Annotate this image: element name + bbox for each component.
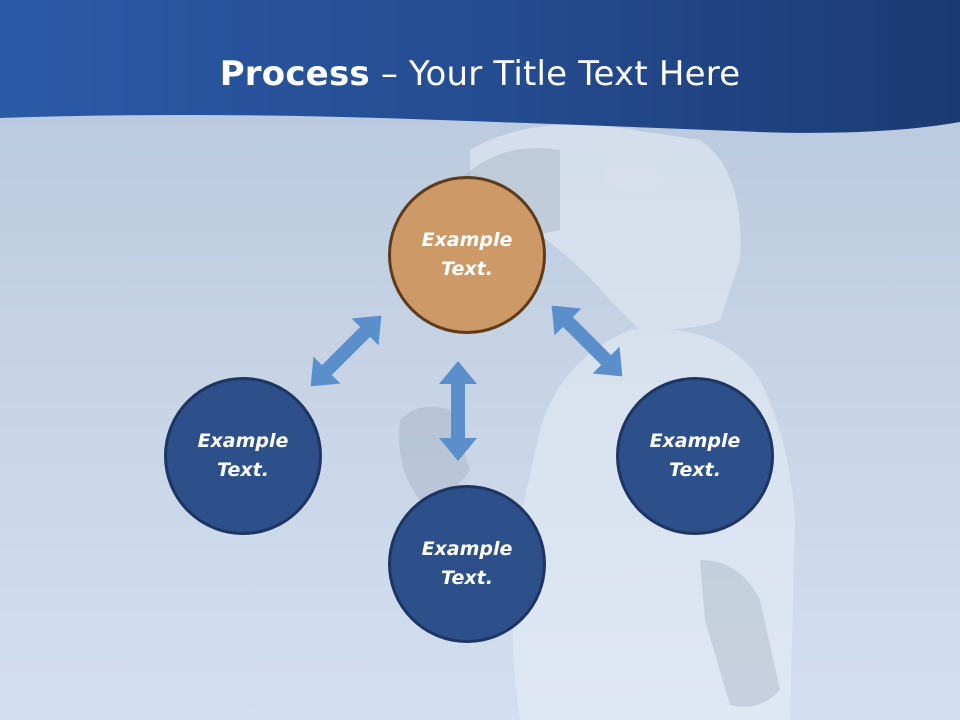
arrow-top-right (551, 305, 623, 377)
node-label-line1: Example (421, 538, 513, 560)
node-label-line2: Text. (669, 459, 721, 481)
node-label-line1: Example (649, 430, 741, 452)
title-strong: Process (219, 54, 370, 94)
node-label-line1: Example (421, 229, 513, 251)
arrow-top-left (310, 315, 382, 387)
node-label-line2: Text. (441, 567, 493, 589)
header-band (0, 0, 960, 133)
title-rest: – Your Title Text Here (369, 54, 741, 94)
node-label-line2: Text. (441, 258, 493, 280)
arrow-vertical (439, 361, 477, 461)
slide-title: Process – Your Title Text Here (0, 50, 960, 98)
node-label-line2: Text. (217, 459, 269, 481)
node-label-line1: Example (197, 430, 289, 452)
